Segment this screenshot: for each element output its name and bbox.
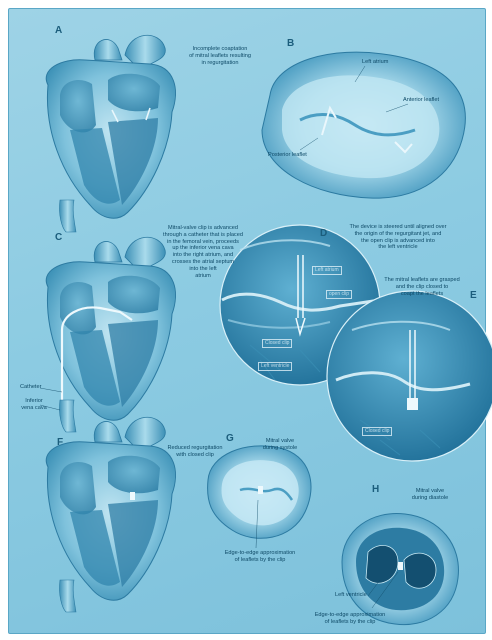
panel-letter-g: G [226,433,234,444]
caption-c-clip-advance: Mitral-valve clip is advanced through a … [148,225,258,279]
caption-g-edge-to-edge: Edge-to-edge approximation of leaflets b… [210,550,310,564]
panel-letter-h: H [372,484,380,495]
caption-g-mitral-valve-systole: Mitral valve during systole [250,438,310,452]
caption-a-incomplete-coaptation: Incomplete coaptation of mitral leaflets… [170,46,270,66]
valve-h-drawing [342,513,458,624]
panel-letter-a: A [55,25,63,36]
caption-h-mitral-valve-diastole: Mitral valve during diastole [390,488,470,502]
caption-e-grasp: The mitral leaflets are grasped and the … [368,277,476,297]
tag-d-left-atrium: Left atrium [312,266,342,275]
panel-letter-c: C [55,232,63,243]
tag-d-closed-clip: Closed clip [262,339,292,348]
valve-b-drawing [262,52,465,198]
caption-b-anterior-leaflet: Anterior leaflet [403,97,439,104]
heart-a-drawing [46,35,175,232]
tag-d-left-ventricle: Left ventricle [258,362,292,371]
caption-f-reduced-regurgitation: Reduced regurgitation with closed clip [155,445,235,459]
caption-b-posterior-leaflet: Posterior leaflet [268,152,307,159]
circle-e-drawing [327,291,492,461]
caption-c-catheter: Catheter [20,384,41,391]
valve-g-drawing [208,446,311,538]
panel-letter-b: B [287,38,295,49]
caption-b-left-atrium: Left atrium [362,59,388,66]
tag-e-closed-clip: Closed clip [362,427,392,436]
caption-d-steer: The device is steered until aligned over… [328,224,468,251]
caption-h-left-ventricle: Left ventricle [335,592,367,599]
caption-c-inferior-vena-cava: Inferior vena cava [20,398,48,412]
panel-letter-f: F [57,437,63,448]
tag-d-open-clip: open clip [326,290,352,299]
panel-letter-d: D [320,228,328,239]
caption-h-edge-to-edge: Edge-to-edge approximation of leaflets b… [300,612,400,626]
